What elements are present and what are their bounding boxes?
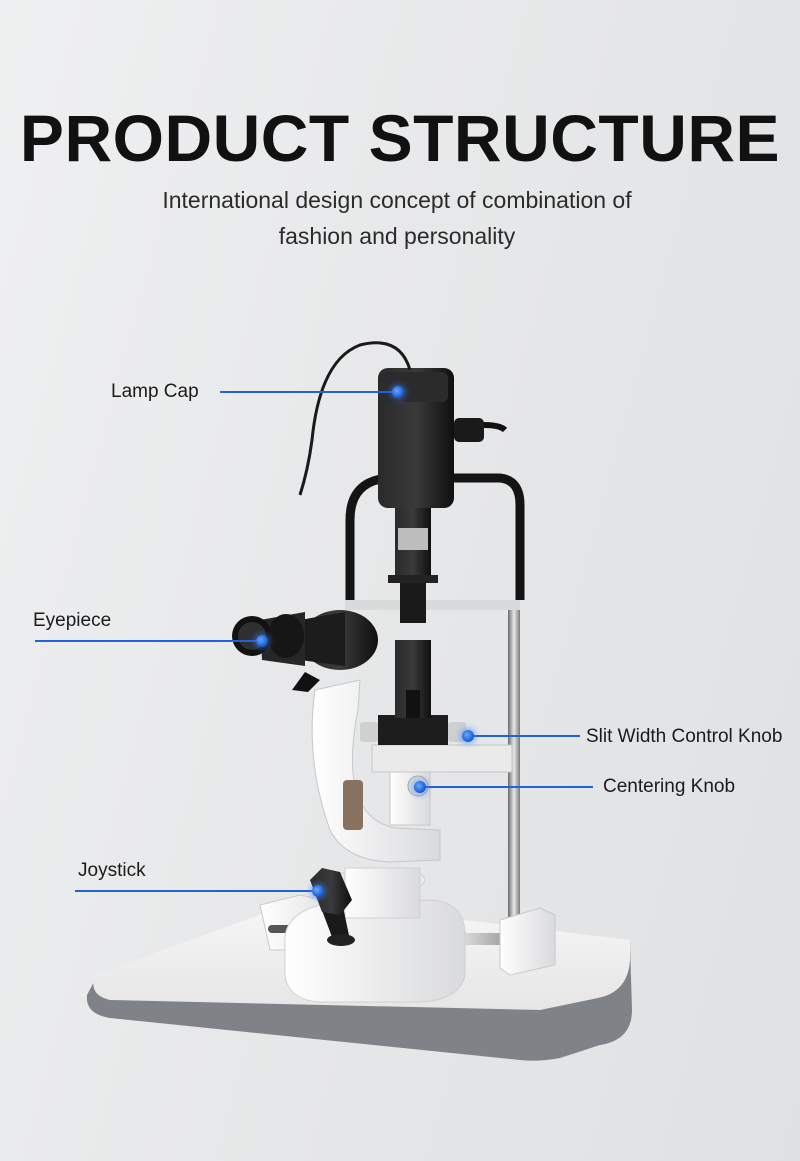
callout-lamp-cap-label: Lamp Cap — [111, 381, 199, 402]
slit-block — [378, 715, 448, 745]
subtitle-line-2: fashion and personality — [278, 223, 516, 249]
lamp-ring — [398, 528, 428, 550]
eyepiece-graphic — [232, 610, 378, 692]
callout-eyepiece-label: Eyepiece — [33, 610, 112, 631]
callout-joystick-line — [75, 890, 315, 892]
slit-knob-left — [360, 722, 378, 742]
callout-slit-width-control-knob-dot — [462, 730, 474, 742]
prism-window — [406, 690, 420, 718]
page-title: PRODUCT STRUCTURE — [19, 101, 781, 175]
column-housing — [344, 867, 421, 919]
callout-lamp-cap-line — [220, 391, 395, 393]
arm-grip — [343, 780, 363, 830]
joystick-graphic — [310, 868, 355, 946]
slit-knob-right — [448, 722, 466, 742]
filter-wheel — [388, 575, 438, 583]
lamp-neck — [400, 583, 426, 623]
rod-end-block — [499, 907, 556, 976]
vertical-rod — [508, 600, 520, 940]
page-subtitle: International design concept of combinat… — [0, 182, 794, 254]
upper-crossbar — [345, 600, 520, 610]
illumination-arm — [371, 744, 513, 773]
callout-slit-width-control-knob-label: Slit Width Control Knob — [586, 726, 783, 747]
callout-lamp-cap-dot — [392, 386, 404, 398]
callout-slit-width-control-knob-line — [470, 735, 580, 737]
callout-eyepiece-dot — [256, 635, 268, 647]
subtitle-line-1: International design concept of combinat… — [162, 187, 632, 213]
callout-eyepiece-line — [35, 640, 260, 642]
callout-joystick-label: Joystick — [78, 860, 146, 881]
callout-centering-knob-line — [425, 786, 593, 788]
callout-centering-knob-label: Centering Knob — [603, 776, 736, 797]
callout-centering-knob-dot — [414, 781, 426, 793]
power-cable — [298, 341, 412, 496]
callout-joystick-dot — [312, 885, 324, 897]
